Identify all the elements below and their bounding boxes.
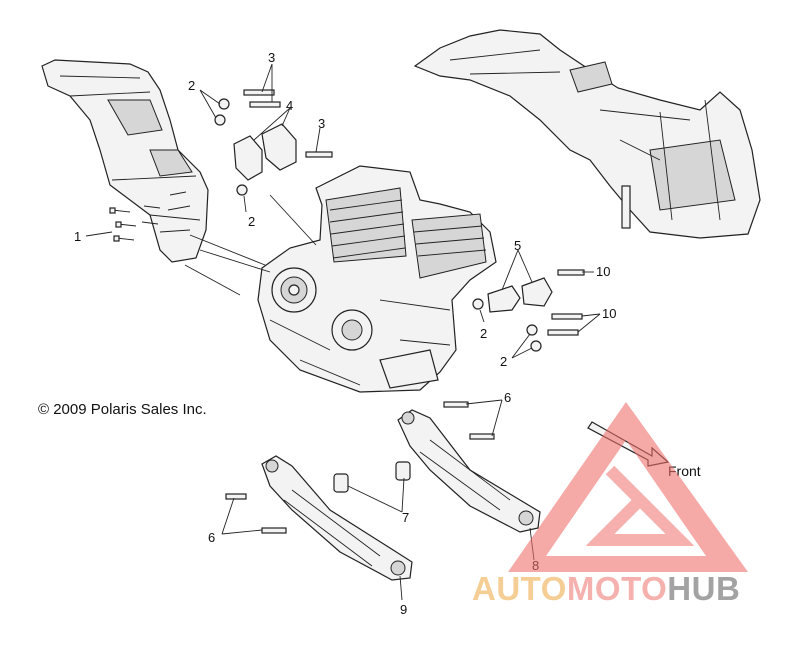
left-frame-rail	[41, 59, 209, 263]
callout-6-upper: 6	[504, 390, 511, 405]
callout-2-mid: 2	[248, 214, 255, 229]
front-linkage-8: 8	[397, 409, 541, 573]
callout-3-mid: 3	[318, 116, 325, 131]
callout-10-right: 10	[602, 306, 616, 321]
right-mount-parts: 5 10 2 10 2	[472, 238, 616, 369]
copyright-notice: © 2009 Polaris Sales Inc.	[38, 401, 207, 418]
watermark-moto: MOTO	[567, 570, 667, 607]
automotohub-watermark: AUTOMOTOHUB	[472, 402, 748, 607]
watermark-triangle-logo	[508, 402, 748, 572]
bolts-6-lower: 6	[208, 493, 287, 545]
callout-2-lower: 2	[500, 354, 507, 369]
upper-left-mount-parts: 2 3 4 3 2	[188, 50, 333, 229]
right-frame	[413, 29, 761, 239]
callout-7: 7	[402, 510, 409, 525]
callout-5: 5	[514, 238, 521, 253]
part1-bolts: 1	[74, 205, 161, 244]
callout-4: 4	[286, 98, 293, 113]
callout-6-lower: 6	[208, 530, 215, 545]
callout-2-right: 2	[480, 326, 487, 341]
bolts-6-upper: 6	[443, 390, 511, 440]
callout-3-top: 3	[268, 50, 275, 65]
callout-10-top: 10	[596, 264, 610, 279]
callout-1: 1	[74, 229, 81, 244]
callout-2-top: 2	[188, 78, 195, 93]
watermark-auto: AUTO	[472, 570, 567, 607]
bushings-7: 7	[333, 461, 411, 525]
callout-9: 9	[400, 602, 407, 617]
alignment-lines	[184, 234, 271, 296]
rear-linkage-9: 9	[261, 455, 413, 617]
svg-text:AUTOMOTOHUB: AUTOMOTOHUB	[472, 570, 740, 607]
engine-assembly	[257, 165, 497, 393]
watermark-hub: HUB	[667, 570, 740, 607]
